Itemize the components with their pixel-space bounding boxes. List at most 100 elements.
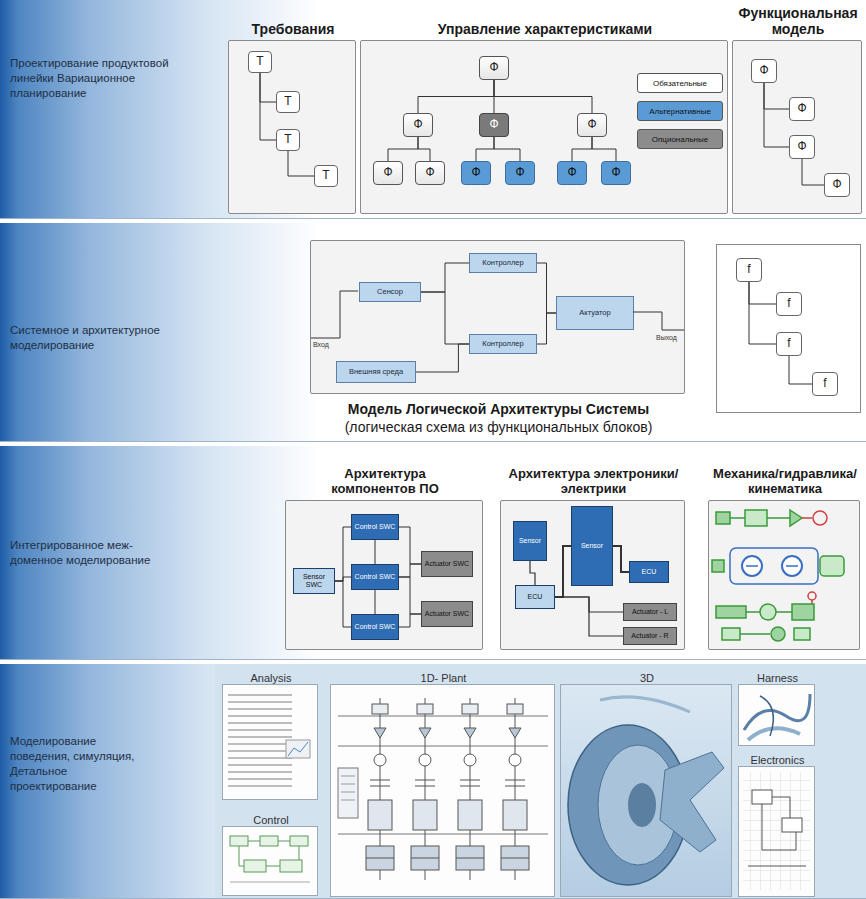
connector — [421, 263, 469, 292]
component-box: Sensor SWC — [293, 568, 335, 594]
tree-box: Т — [276, 91, 300, 113]
analysis-figure — [228, 692, 312, 792]
box-label: Ф — [797, 102, 806, 115]
box-label: Sensor — [581, 542, 603, 550]
box-label: Т — [284, 133, 291, 146]
model-panel: Механика/гидравлика/ кинематика — [708, 500, 860, 650]
feature-box: Ф — [415, 161, 445, 185]
io-wires — [311, 291, 684, 338]
connector — [375, 590, 376, 614]
connector — [260, 73, 276, 140]
actuator-box: Actuator - L — [623, 603, 677, 621]
box-label: Ф — [797, 140, 806, 153]
box-label: Control SWC — [355, 523, 396, 531]
tree-box: Т — [276, 129, 300, 151]
view-panel: Control — [222, 826, 318, 896]
function-block: Актуатор — [556, 296, 634, 330]
connector — [399, 614, 421, 627]
box-label: ECU — [528, 593, 543, 601]
view-panel: Electronics — [738, 766, 815, 897]
row-band: Интегрированное меж-доменное моделирован… — [0, 446, 866, 660]
function-block: Сенсор — [359, 282, 421, 302]
connector — [335, 581, 351, 627]
row-label: Интегрированное меж-доменное моделирован… — [10, 538, 180, 568]
box-label: Т — [284, 95, 291, 108]
box-label: f — [823, 377, 826, 390]
legend-text: Опциональные — [652, 135, 708, 144]
actuator-box: Actuator - R — [623, 627, 677, 645]
view-heading: Harness — [729, 672, 826, 684]
connector — [537, 263, 556, 313]
tree-box: f — [776, 332, 802, 356]
feature-box-alternative: Ф — [505, 161, 535, 185]
mechanics-icons — [712, 510, 844, 641]
box-label: Ф — [587, 118, 596, 131]
view-heading: 1D- Plant — [321, 672, 566, 684]
connector — [494, 80, 495, 113]
box-label: Ф — [489, 61, 498, 74]
component-box: Sensor — [571, 506, 613, 586]
connector — [555, 597, 623, 612]
feature-box-alternative: Ф — [461, 161, 491, 185]
box-label: Ф — [611, 166, 620, 179]
connector — [260, 73, 276, 102]
box-label: Ф — [515, 166, 524, 179]
panel-heading: Механика/гидравлика/ кинематика — [705, 467, 865, 497]
legend-swatch: Альтернативные — [637, 101, 723, 121]
view-heading: 3D — [551, 672, 743, 684]
connector — [476, 137, 494, 161]
box-label: Контроллер — [482, 340, 523, 348]
electronics-figure — [743, 772, 810, 890]
connector — [388, 137, 418, 161]
connector — [764, 83, 789, 109]
box-label: f — [747, 263, 750, 276]
actuator-box: Actuator SWC — [421, 601, 473, 627]
tire-3d — [561, 685, 731, 896]
feature-box-alternative: Ф — [557, 161, 587, 185]
signal-label: Вход — [313, 341, 329, 348]
connector — [494, 80, 592, 113]
panel-heading: Архитектура компонентов ПО — [310, 467, 460, 497]
connector — [530, 561, 535, 585]
component-box: Control SWC — [351, 514, 399, 540]
view-panel: 3D — [560, 684, 732, 897]
tree-box: Ф — [824, 173, 850, 197]
function-block: Внешняя среда — [336, 361, 416, 383]
connector — [288, 151, 314, 176]
connector — [335, 527, 351, 581]
tree-box: f — [776, 292, 802, 316]
panel-heading: Управление характеристиками — [375, 21, 715, 37]
box-label: Ф — [832, 178, 841, 191]
harness-figure — [744, 694, 810, 740]
model-panel: Управление характеристикамиФФФФФФФФФФОбя… — [360, 40, 728, 214]
feature-box-alternative: Ф — [601, 161, 631, 185]
actuator-box: Actuator SWC — [421, 551, 473, 577]
connector — [399, 527, 421, 564]
connector — [335, 577, 351, 581]
box-label: Т — [256, 55, 263, 68]
view-heading: Control — [213, 814, 329, 826]
box-label: Actuator SWC — [425, 560, 469, 568]
panel-heading: Архитектура электроники/ электрики — [496, 467, 692, 497]
box-label: f — [787, 297, 790, 310]
connector — [555, 546, 571, 597]
function-panel-frame — [717, 245, 861, 413]
box-label: Sensor SWC — [296, 573, 332, 588]
feature-box: Ф — [479, 56, 509, 80]
component-box: ECU — [515, 585, 555, 609]
panel-heading: Требования — [223, 21, 363, 37]
caption: Модель Логической Архитектуры Системы — [271, 401, 726, 417]
component-box: Sensor — [513, 521, 547, 561]
model-panel: Функциональная модельФФФФ — [732, 40, 862, 214]
box-label: Actuator - R — [631, 632, 668, 640]
function-block: Контроллер — [469, 253, 537, 273]
model-panel: Архитектура электроники/ электрикиSensor… — [500, 500, 685, 650]
tree-box: Т — [248, 51, 272, 73]
row-band: Моделирование поведения, симуляция, Дета… — [0, 664, 866, 899]
component-box: Control SWC — [351, 564, 399, 590]
panel-heading: Функциональная модель — [731, 5, 865, 37]
connector — [399, 577, 421, 614]
box-label: ECU — [642, 568, 657, 576]
